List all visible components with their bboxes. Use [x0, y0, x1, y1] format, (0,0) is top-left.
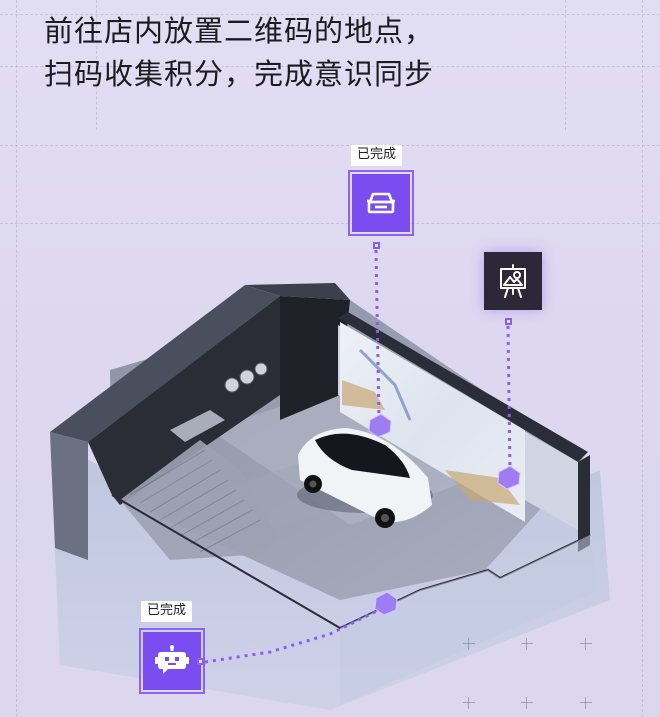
- car-model: [297, 428, 433, 528]
- left-dark-block: [88, 296, 280, 505]
- grid-line: [16, 0, 17, 717]
- connector-robot: [204, 605, 386, 664]
- mural-wall-top: [338, 312, 588, 462]
- plus-mark: [580, 638, 592, 650]
- grid-line: [0, 223, 660, 224]
- easel-picture-icon: [500, 264, 526, 298]
- staircase: [120, 410, 280, 560]
- grid-line: [0, 66, 660, 67]
- grid-line: [565, 0, 566, 130]
- robot-chat-icon: [155, 645, 189, 674]
- checkpoint-car[interactable]: [348, 170, 414, 236]
- plus-mark: [521, 697, 533, 709]
- grid-line: [642, 0, 643, 717]
- connector-port-artwork: [505, 318, 512, 325]
- title-line-2: 扫码收集积分，完成意识同步: [44, 57, 435, 91]
- qr-marker: [368, 413, 521, 616]
- status-badge-car: 已完成: [351, 145, 403, 166]
- grid-line: [0, 145, 660, 146]
- upper-wall-top: [245, 283, 350, 300]
- grid-line: [0, 14, 660, 15]
- left-wall-top: [50, 285, 280, 442]
- plus-mark: [463, 638, 475, 650]
- plus-mark: [463, 697, 475, 709]
- checkpoint-robot[interactable]: [139, 628, 205, 694]
- connector-artwork: [506, 325, 512, 471]
- upper-wall: [280, 296, 350, 420]
- mural-screen: [340, 322, 525, 522]
- grid-line: [96, 0, 97, 130]
- plus-mark: [521, 638, 533, 650]
- status-badge-robot: 已完成: [141, 601, 193, 622]
- car-icon: [367, 192, 395, 214]
- checkpoint-artwork[interactable]: [484, 252, 542, 310]
- connector-port-robot: [197, 658, 204, 665]
- plus-mark: [580, 697, 592, 709]
- connector-port-car: [373, 242, 380, 249]
- left-wall-face: [50, 432, 88, 560]
- page-title: 前往店内放置二维码的地点， 扫码收集积分，完成意识同步: [44, 10, 434, 96]
- title-line-1: 前往店内放置二维码的地点，: [44, 14, 435, 48]
